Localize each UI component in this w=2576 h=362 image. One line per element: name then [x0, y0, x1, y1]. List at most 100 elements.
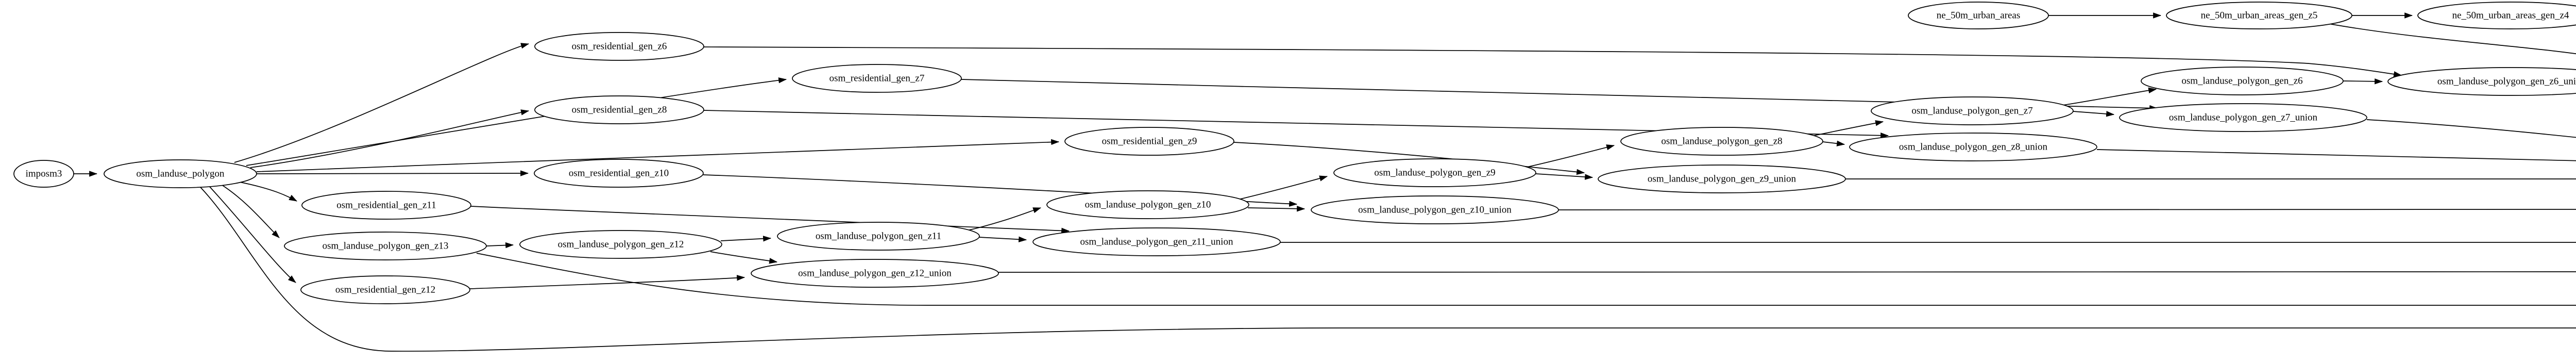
- node-label: osm_landuse_polygon_gen_z6_union: [2437, 76, 2576, 87]
- node-ellipse: [301, 191, 471, 220]
- node-osm-landuse-polygon-gen-z12: osm_landuse_polygon_gen_z12: [519, 230, 722, 259]
- edge-olp-to-res-z8: [250, 109, 530, 168]
- node-ellipse: [519, 230, 722, 259]
- node-osm-landuse-polygon-gen-z9: osm_landuse_polygon_gen_z9: [1333, 158, 1536, 187]
- node-ne-50m-urban-areas-gen-z5: ne_50m_urban_areas_gen_z5: [2166, 2, 2352, 29]
- node-osm-landuse-polygon-gen-z11: osm_landuse_polygon_gen_z11: [777, 222, 980, 251]
- node-osm-landuse-polygon-gen-z13: osm_landuse_polygon_gen_z13: [284, 232, 487, 260]
- node-osm-landuse-polygon-gen-z7: osm_landuse_polygon_gen_z7: [1871, 96, 2074, 125]
- node-osm-residential-gen-z9: osm_residential_gen_z9: [1064, 127, 1234, 156]
- node-label: osm_landuse_polygon: [137, 169, 225, 179]
- node-osm-landuse-polygon-gen-z11-union: osm_landuse_polygon_gen_z11_union: [1032, 227, 1281, 256]
- node-ellipse: [2387, 67, 2576, 96]
- node-label: ne_50m_urban_areas_gen_z4: [2452, 10, 2569, 21]
- edge-gen-z12-to-gen-z11: [720, 236, 772, 242]
- edge-res-z12-to-z12-union: [469, 275, 745, 289]
- node-ellipse: [777, 222, 980, 251]
- node-label: osm_landuse_polygon_gen_z13: [323, 241, 449, 252]
- node-label: ne_50m_urban_areas: [1937, 10, 2021, 21]
- node-osm-residential-gen-z6: osm_residential_gen_z6: [534, 32, 704, 61]
- edge-olp-to-res-z10: [256, 170, 529, 176]
- node-ellipse: [284, 232, 487, 260]
- node-ellipse: [1871, 96, 2074, 125]
- node-osm-residential-gen-z12: osm_residential_gen_z12: [300, 275, 470, 304]
- node-osm-landuse-polygon-gen-z12-union: osm_landuse_polygon_gen_z12_union: [751, 259, 999, 288]
- edge-gen-z13-to-layer-z13: [476, 253, 2576, 306]
- edge-gen-z13-to-gen-z12: [486, 242, 514, 249]
- edge-res-z9-to-z9-union: [1233, 142, 1585, 175]
- node-ellipse: [2141, 67, 2344, 95]
- node-ne-50m-urban-areas-gen-z4: ne_50m_urban_areas_gen_z4: [2417, 2, 2576, 29]
- node-label: osm_residential_gen_z8: [572, 105, 667, 116]
- node-ellipse: [2166, 2, 2352, 29]
- node-label: osm_residential_gen_z12: [335, 285, 435, 295]
- node-imposm3: imposm3: [13, 160, 74, 188]
- node-osm-landuse-polygon-gen-z10-union: osm_landuse_polygon_gen_z10_union: [1311, 195, 1559, 224]
- node-label: osm_residential_gen_z9: [1102, 136, 1197, 147]
- node-label: osm_landuse_polygon_gen_z6: [2181, 76, 2302, 87]
- edge-gen-z9-to-gen-z8: [1524, 144, 1615, 168]
- node-label: imposm3: [26, 169, 62, 179]
- edge-gen-z8-to-z8-union: [1822, 140, 1845, 146]
- node-label: osm_landuse_polygon_gen_z8: [1661, 136, 1782, 147]
- node-ellipse: [13, 160, 74, 188]
- node-ellipse: [1333, 158, 1536, 187]
- node-osm-residential-gen-z8: osm_residential_gen_z8: [534, 95, 704, 124]
- node-ellipse: [1908, 2, 2049, 29]
- edge-olp-to-res-z6: [234, 43, 530, 163]
- node-label: osm_landuse_polygon_gen_z8_union: [1899, 142, 2048, 153]
- edge-res-z6-to-z6-union: [703, 46, 2402, 77]
- node-label: osm_residential_gen_z6: [572, 41, 667, 52]
- node-ellipse: [1598, 164, 1846, 193]
- node-osm-residential-gen-z10: osm_residential_gen_z10: [534, 159, 704, 188]
- node-label: osm_residential_gen_z11: [336, 200, 436, 211]
- node-ne-50m-urban-areas: ne_50m_urban_areas: [1908, 2, 2049, 29]
- node-ellipse: [751, 259, 999, 288]
- edge-olp-to-res-z12: [208, 185, 296, 283]
- edge-gen-z10-to-z10-union: [1247, 206, 1306, 212]
- edge-gen-z10-to-gen-z9: [1238, 175, 1328, 200]
- node-label: osm_residential_gen_z10: [569, 168, 669, 179]
- node-label: osm_landuse_polygon_gen_z12_union: [798, 268, 952, 279]
- node-label: ne_50m_urban_areas_gen_z5: [2201, 10, 2318, 21]
- node-ellipse: [534, 159, 704, 188]
- node-ellipse: [1849, 133, 2097, 161]
- node-osm-residential-gen-z7: osm_residential_gen_z7: [792, 64, 962, 93]
- node-ellipse: [534, 32, 704, 61]
- edge-olp-to-layer-z14: [199, 186, 2576, 352]
- node-label: osm_landuse_polygon_gen_z9: [1374, 168, 1495, 178]
- node-label: osm_landuse_polygon_gen_z11_union: [1080, 237, 1233, 248]
- edge-gen-z12-to-z12-union: [710, 251, 778, 264]
- edge-z10-union-to-layer-z10: [1558, 209, 2576, 210]
- node-osm-residential-gen-z11: osm_residential_gen_z11: [301, 191, 471, 220]
- edge-z8-union-to-layer-z8: [2096, 149, 2576, 161]
- node-osm-landuse-polygon-gen-z8: osm_landuse_polygon_gen_z8: [1620, 127, 1823, 156]
- node-ellipse: [1311, 195, 1559, 224]
- node-ellipse: [300, 275, 470, 304]
- node-ellipse: [1620, 127, 1823, 156]
- edge-gen-z9-to-z9-union: [1535, 173, 1594, 180]
- node-ellipse: [534, 95, 704, 124]
- edge-olp-to-gen-z13: [220, 184, 280, 238]
- node-osm-landuse-polygon-gen-z10: osm_landuse_polygon_gen_z10: [1046, 190, 1249, 219]
- node-osm-landuse-polygon-gen-z7-union: osm_landuse_polygon_gen_z7_union: [2119, 103, 2367, 132]
- node-osm-landuse-polygon-gen-z6-union: osm_landuse_polygon_gen_z6_union: [2387, 67, 2576, 96]
- node-ellipse: [2119, 103, 2367, 132]
- node-osm-landuse-polygon: osm_landuse_polygon: [104, 159, 257, 188]
- edge-ne-z5-to-layer-z5: [2328, 23, 2576, 55]
- node-ellipse: [104, 159, 257, 188]
- edge-gen-z7-to-z7-union: [2073, 111, 2115, 117]
- node-label: osm_landuse_polygon_gen_z7_union: [2169, 112, 2318, 123]
- node-osm-landuse-polygon-gen-z8-union: osm_landuse_polygon_gen_z8_union: [1849, 133, 2097, 161]
- node-ellipse: [2417, 2, 2576, 29]
- node-label: osm_residential_gen_z7: [829, 73, 925, 84]
- node-ellipse: [1064, 127, 1234, 156]
- node-label: osm_landuse_polygon_gen_z10_union: [1358, 205, 1512, 216]
- node-osm-landuse-polygon-gen-z6: osm_landuse_polygon_gen_z6: [2141, 67, 2344, 95]
- node-ellipse: [792, 64, 962, 93]
- edge-z7-union-to-layer-z7: [2366, 119, 2576, 138]
- node-ellipse: [1046, 190, 1249, 219]
- edge-gen-z7-to-gen-z6: [2062, 87, 2157, 106]
- node-ellipse: [1032, 227, 1281, 256]
